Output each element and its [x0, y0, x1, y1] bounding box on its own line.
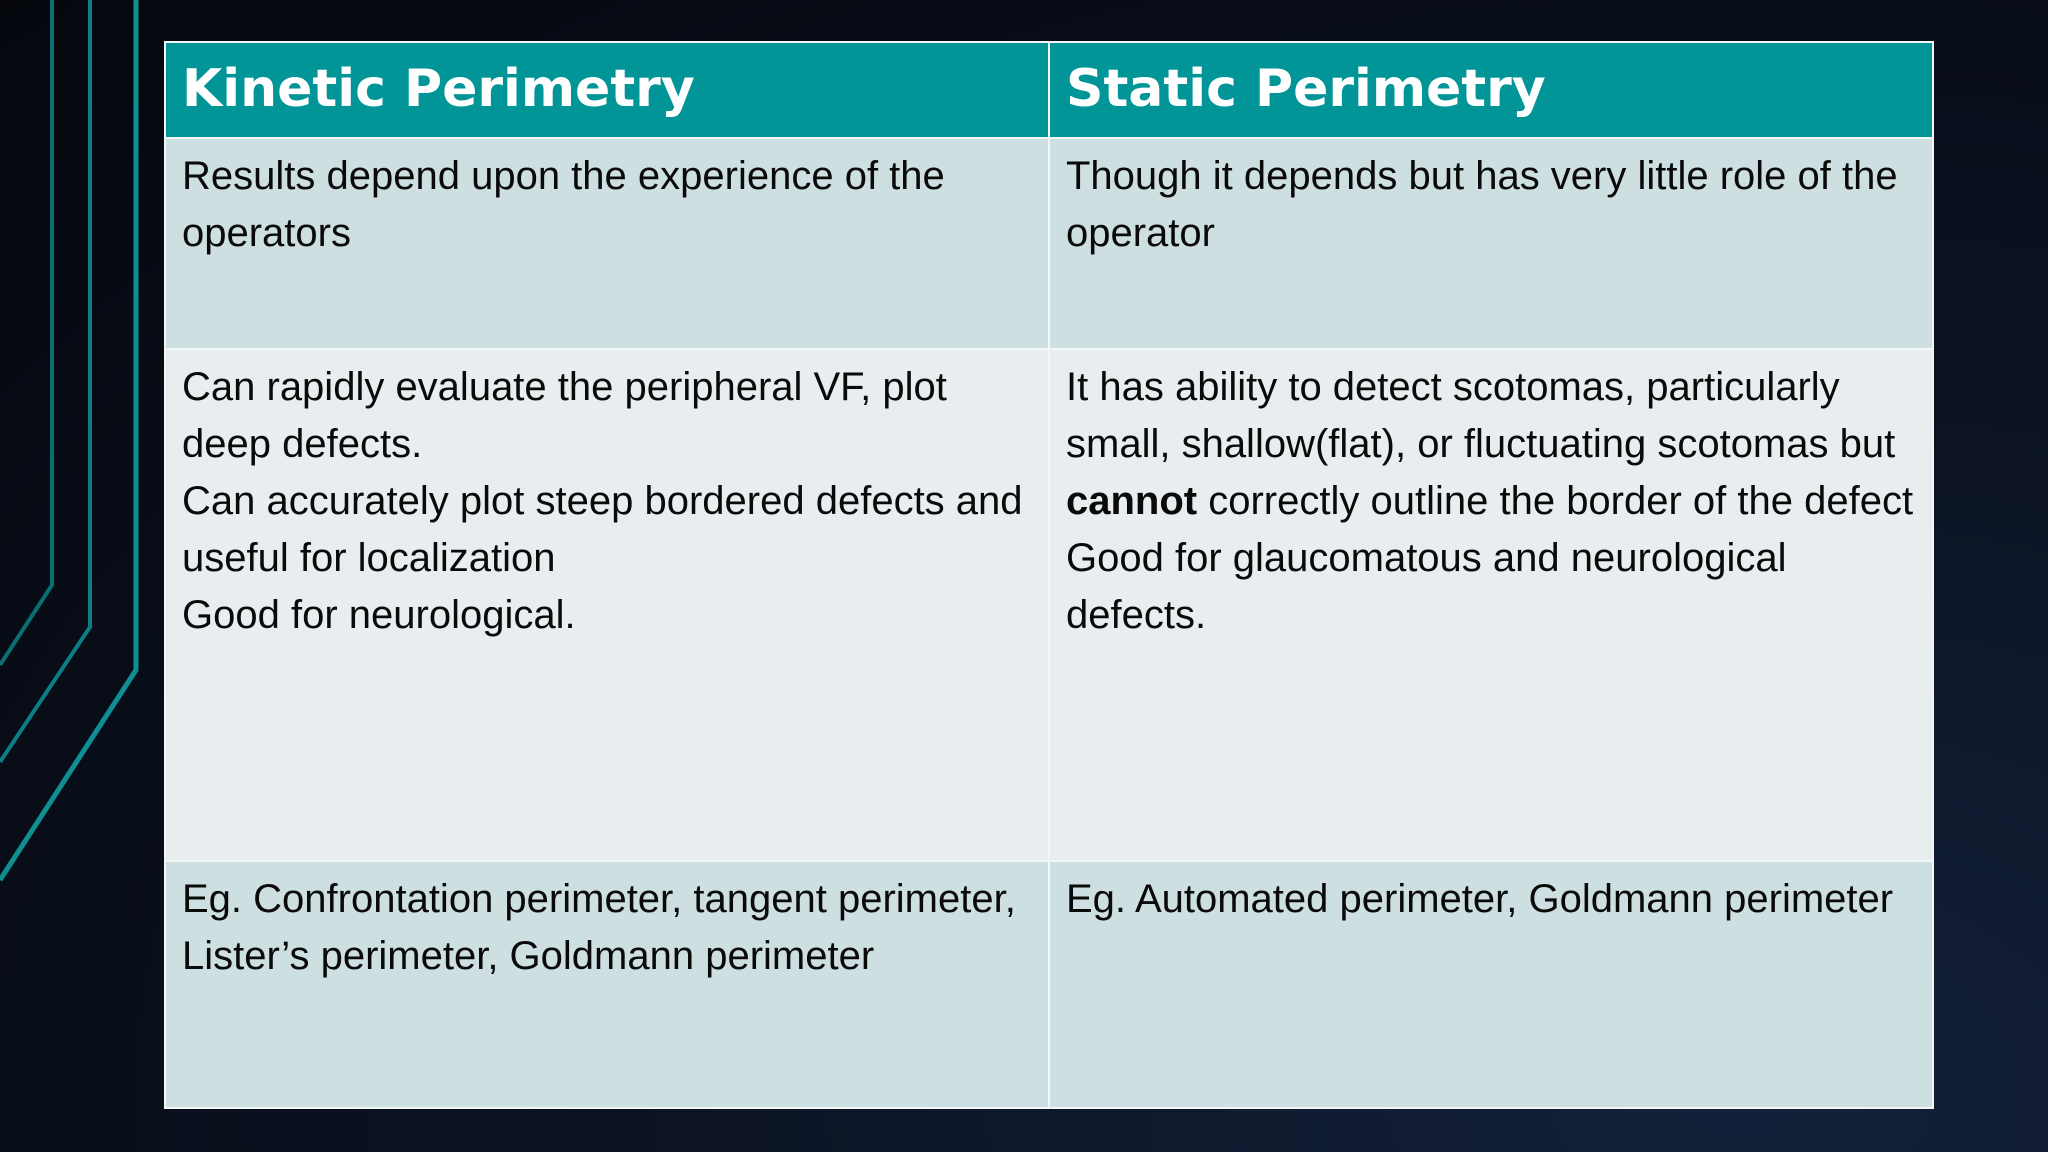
kinetic-capability-line-1: Can rapidly evaluate the peripheral VF, … [182, 365, 947, 466]
cell-static-capabilities: It has ability to detect scotomas, parti… [1048, 348, 1934, 862]
static-capability-line-1: It has ability to detect scotomas, parti… [1066, 359, 1918, 530]
kinetic-capability-line-2: Can accurately plot steep bordered defec… [182, 479, 1023, 580]
accent-line-middle [0, 0, 92, 764]
cell-kinetic-operator: Results depend upon the experience of th… [164, 137, 1050, 350]
cell-static-operator: Though it depends but has very little ro… [1048, 137, 1934, 350]
static-capability-bold-word: cannot [1066, 479, 1198, 523]
comparison-table: Kinetic Perimetry Static Perimetry Resul… [164, 41, 1934, 1109]
header-row: Kinetic Perimetry Static Perimetry [164, 41, 1934, 139]
kinetic-capability-line-3: Good for neurological. [182, 593, 576, 637]
static-capability-line-2: Good for glaucomatous and neurological d… [1066, 536, 1787, 637]
static-capability-text-after: correctly outline the border of the defe… [1197, 479, 1914, 523]
table-row-operator-dependence: Results depend upon the experience of th… [164, 137, 1934, 350]
accent-line-outer [0, 0, 139, 882]
cell-static-examples: Eg. Automated perimeter, Goldmann perime… [1048, 860, 1934, 1109]
accent-line-inner [0, 0, 54, 667]
static-capability-text-before: It has ability to detect scotomas, parti… [1066, 365, 1896, 466]
cell-kinetic-capabilities: Can rapidly evaluate the peripheral VF, … [164, 348, 1050, 862]
header-static-perimetry: Static Perimetry [1048, 41, 1934, 139]
table-row-examples: Eg. Confrontation perimeter, tangent per… [164, 860, 1934, 1109]
cell-kinetic-examples: Eg. Confrontation perimeter, tangent per… [164, 860, 1050, 1109]
header-kinetic-perimetry: Kinetic Perimetry [164, 41, 1050, 139]
table-row-capabilities: Can rapidly evaluate the peripheral VF, … [164, 348, 1934, 862]
